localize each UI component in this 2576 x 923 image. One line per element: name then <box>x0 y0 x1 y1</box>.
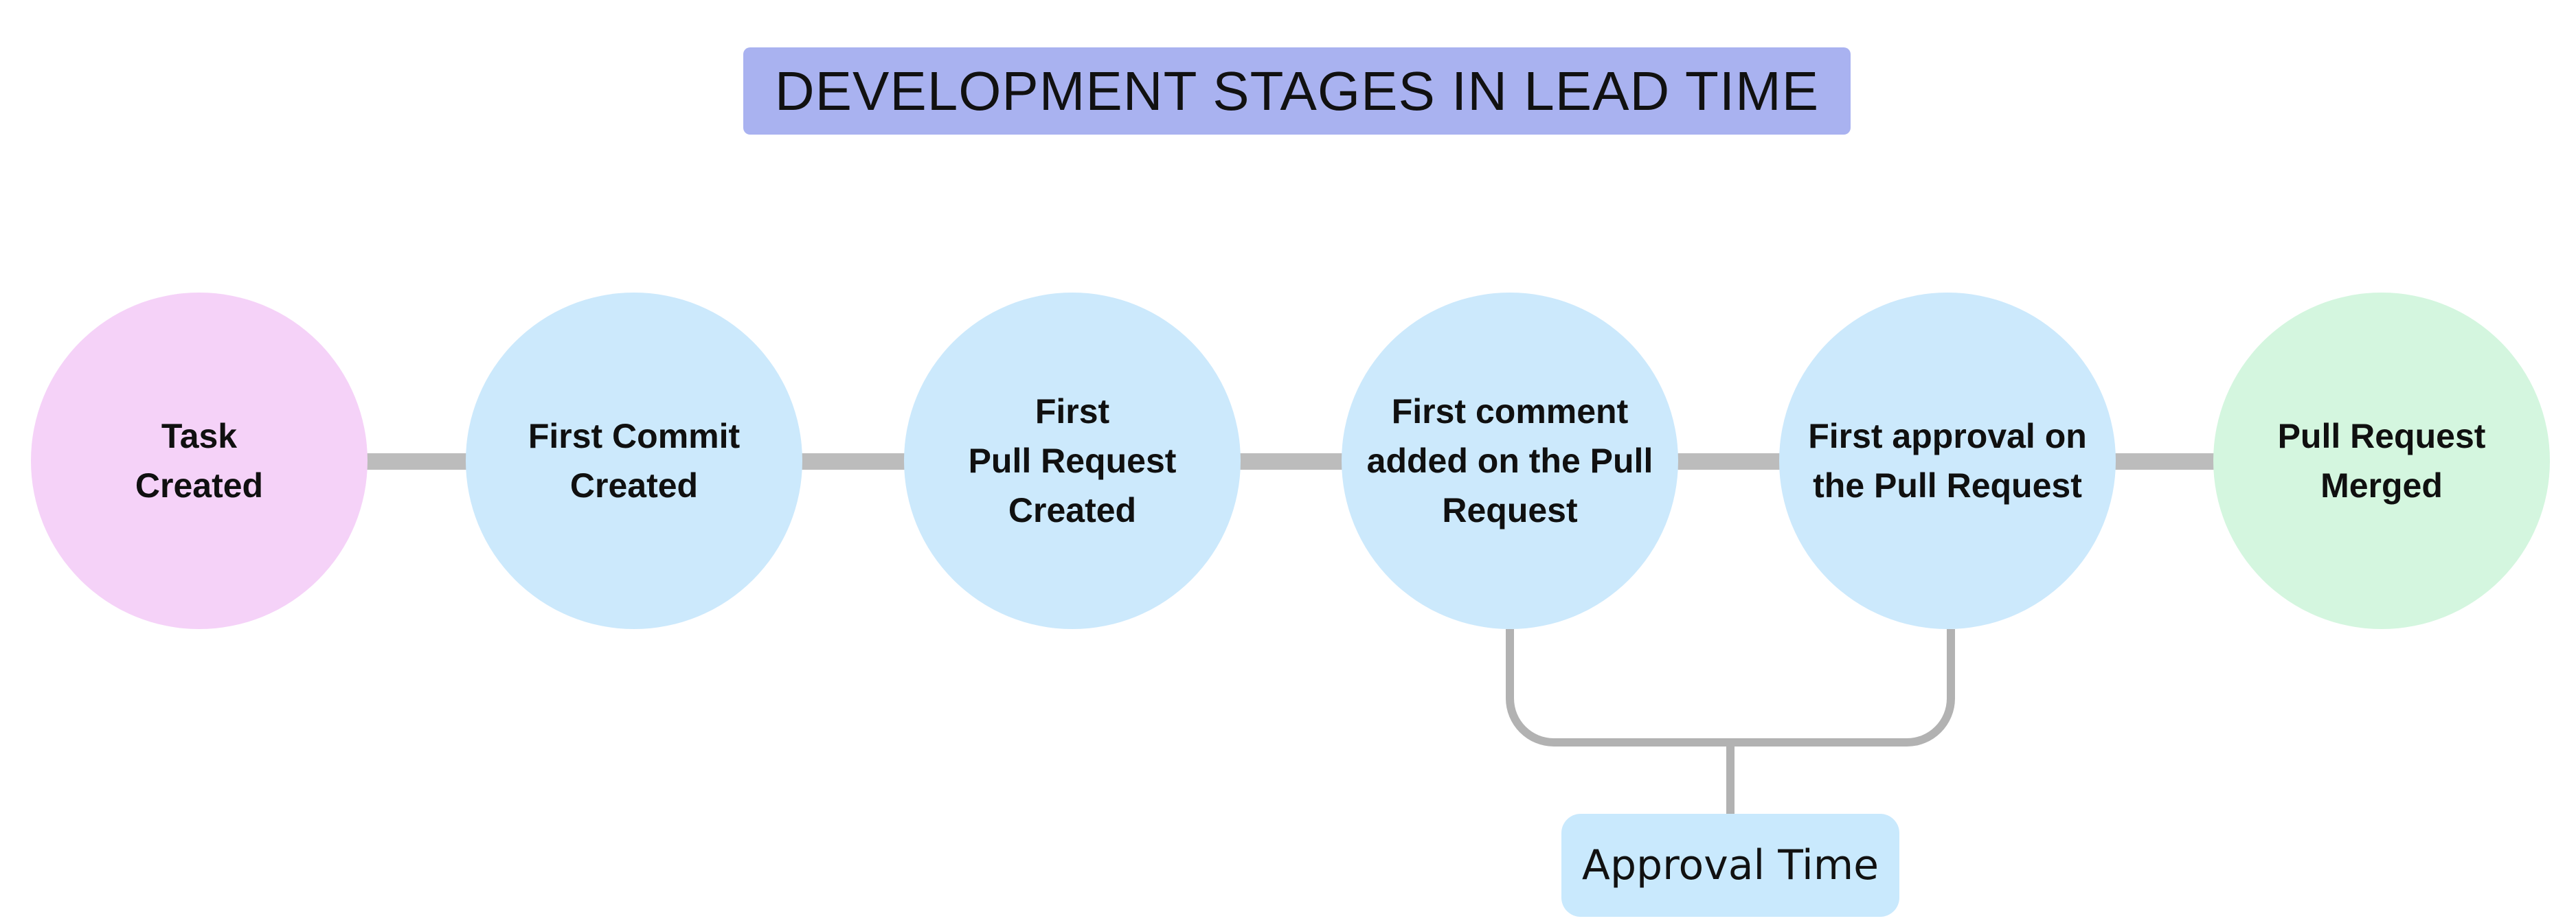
stage-label: First comment added on the Pull Request <box>1366 392 1653 529</box>
stage-label: First approval on the Pull Request <box>1808 417 2087 505</box>
stage-node-first-pull-request-created: First Pull Request Created <box>904 293 1241 629</box>
stage-label: First Pull Request Created <box>968 392 1177 529</box>
stage-node-first-comment-added: First comment added on the Pull Request <box>1342 293 1678 629</box>
diagram-title-banner: DEVELOPMENT STAGES IN LEAD TIME <box>743 47 1851 135</box>
diagram-title-text: DEVELOPMENT STAGES IN LEAD TIME <box>774 60 1820 122</box>
stage-node-first-commit-created: First Commit Created <box>466 293 802 629</box>
approval-time-annotation-text: Approval Time <box>1581 841 1879 889</box>
stage-node-first-approval: First approval on the Pull Request <box>1779 293 2116 629</box>
stage-label: Pull Request Merged <box>2277 417 2486 505</box>
stage-label: Task Created <box>135 417 264 505</box>
approval-time-annotation: Approval Time <box>1561 814 1899 917</box>
stage-node-task-created: Task Created <box>31 293 368 629</box>
stage-node-pull-request-merged: Pull Request Merged <box>2213 293 2550 629</box>
approval-time-bracket-stem <box>1726 747 1735 814</box>
stage-label: First Commit Created <box>528 417 741 505</box>
approval-time-bracket <box>1506 629 1955 747</box>
